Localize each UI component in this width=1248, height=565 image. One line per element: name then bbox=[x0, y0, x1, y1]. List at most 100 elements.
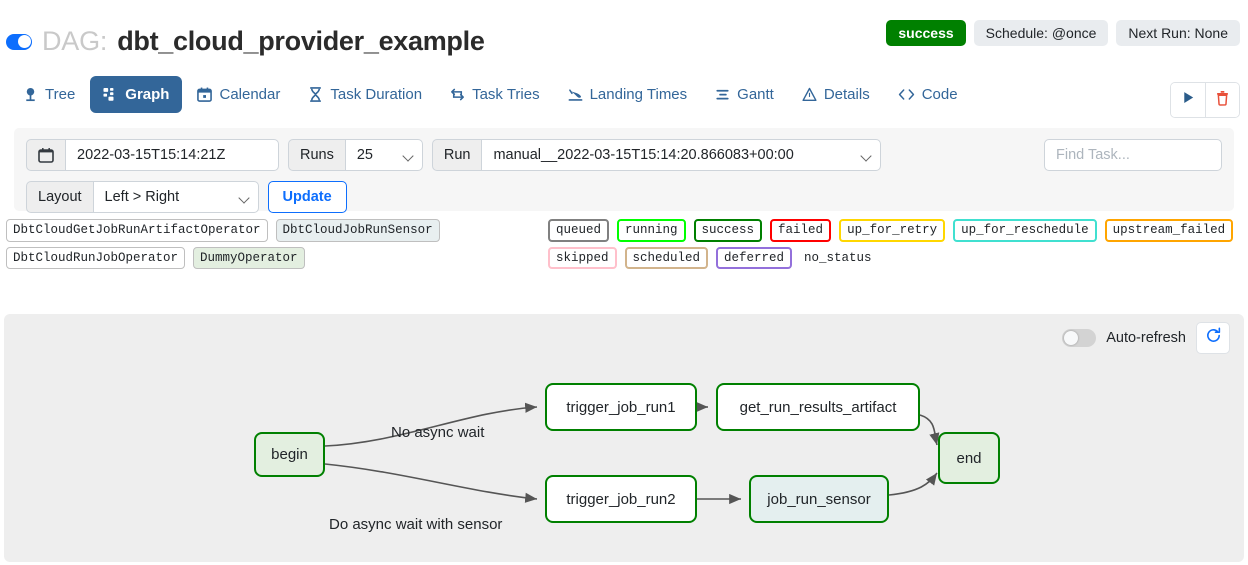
dag-pause-toggle[interactable] bbox=[6, 33, 32, 50]
execution-date-group: 2022-03-15T15:14:21Z bbox=[26, 139, 279, 171]
play-icon bbox=[1181, 90, 1196, 110]
status-chip-failed[interactable]: failed bbox=[770, 219, 832, 242]
edge-label-do-async-wait: Do async wait with sensor bbox=[329, 516, 503, 533]
trash-icon bbox=[1215, 90, 1230, 111]
refresh-button[interactable] bbox=[1196, 322, 1230, 354]
controls-row-primary: 2022-03-15T15:14:21Z Runs 25 Run manual_… bbox=[26, 139, 1222, 171]
tab-details-label: Details bbox=[823, 86, 870, 103]
status-chip-success[interactable]: success bbox=[693, 219, 763, 242]
status-chip-up-for-reschedule[interactable]: up_for_reschedule bbox=[953, 219, 1097, 242]
runs-label: Runs bbox=[288, 139, 346, 171]
execution-date-input[interactable]: 2022-03-15T15:14:21Z bbox=[65, 139, 279, 171]
operator-legend: DbtCloudGetJobRunArtifactOperator DbtClo… bbox=[6, 219, 536, 269]
graph-node-trigger-job-run1[interactable]: trigger_job_run1 bbox=[545, 383, 697, 431]
tab-graph-label: Graph bbox=[125, 86, 170, 103]
tab-code[interactable]: Code bbox=[885, 76, 971, 113]
graph-node-label: end bbox=[956, 449, 982, 467]
runs-group: Runs 25 bbox=[288, 139, 423, 171]
graph-node-begin[interactable]: begin bbox=[254, 432, 325, 477]
layout-select[interactable]: Left > Right bbox=[92, 181, 259, 213]
next-run-badge[interactable]: Next Run: None bbox=[1116, 20, 1240, 46]
status-chip-up-for-retry[interactable]: up_for_retry bbox=[839, 219, 946, 242]
trigger-dag-button[interactable] bbox=[1171, 83, 1205, 117]
page-header: DAG: dbt_cloud_provider_example success … bbox=[0, 0, 1248, 72]
graph-node-label: trigger_job_run2 bbox=[566, 490, 676, 508]
nav-bar: Tree Graph Calendar Task Duration Task T bbox=[0, 72, 1248, 128]
operator-chip[interactable]: DbtCloudJobRunSensor bbox=[275, 219, 440, 242]
retry-icon bbox=[450, 87, 465, 102]
graph-node-end[interactable]: end bbox=[938, 432, 1000, 484]
status-legend: queued running success failed up_for_ret… bbox=[548, 219, 1244, 269]
tab-task-duration[interactable]: Task Duration bbox=[295, 76, 435, 113]
status-chip-deferred[interactable]: deferred bbox=[716, 246, 793, 269]
edge-label-no-async-wait: No async wait bbox=[391, 424, 485, 441]
status-chip-scheduled[interactable]: scheduled bbox=[624, 246, 709, 269]
dag-title: DAG: dbt_cloud_provider_example bbox=[6, 26, 485, 57]
operator-chip[interactable]: DbtCloudGetJobRunArtifactOperator bbox=[6, 219, 268, 242]
tab-tree-label: Tree bbox=[45, 86, 76, 103]
status-chip-upstream-failed[interactable]: upstream_failed bbox=[1104, 219, 1234, 242]
layout-label: Layout bbox=[26, 181, 94, 213]
delete-dag-button[interactable] bbox=[1205, 83, 1239, 117]
dag-prefix-label: DAG: bbox=[42, 26, 108, 56]
graph-node-label: get_run_results_artifact bbox=[739, 398, 897, 416]
dag-name: dbt_cloud_provider_example bbox=[117, 26, 485, 56]
tab-task-tries-label: Task Tries bbox=[472, 86, 540, 103]
auto-refresh-toggle[interactable] bbox=[1062, 329, 1097, 347]
tab-landing-times-label: Landing Times bbox=[589, 86, 688, 103]
calendar-icon bbox=[197, 87, 213, 102]
view-tabs: Tree Graph Calendar Task Duration Task T bbox=[10, 76, 971, 113]
operator-chip[interactable]: DummyOperator bbox=[193, 246, 305, 269]
tab-calendar[interactable]: Calendar bbox=[184, 76, 293, 113]
update-button[interactable]: Update bbox=[267, 181, 347, 213]
tab-calendar-label: Calendar bbox=[219, 86, 281, 103]
legend-area: DbtCloudGetJobRunArtifactOperator DbtClo… bbox=[0, 211, 1248, 269]
code-icon bbox=[898, 87, 915, 102]
tab-landing-times[interactable]: Landing Times bbox=[555, 76, 701, 113]
tab-gantt[interactable]: Gantt bbox=[702, 76, 787, 113]
refresh-icon bbox=[1205, 327, 1222, 349]
warning-triangle-icon bbox=[802, 87, 817, 102]
schedule-badge[interactable]: Schedule: @once bbox=[973, 20, 1109, 46]
graph-node-get-run-results-artifact[interactable]: get_run_results_artifact bbox=[716, 383, 920, 431]
landing-icon bbox=[568, 87, 583, 102]
tab-details[interactable]: Details bbox=[789, 76, 883, 113]
run-controls-bar: 2022-03-15T15:14:21Z Runs 25 Run manual_… bbox=[14, 128, 1234, 213]
graph-node-label: job_run_sensor bbox=[767, 490, 871, 508]
tree-icon bbox=[23, 87, 38, 102]
status-chip-running[interactable]: running bbox=[617, 219, 686, 242]
graph-node-label: begin bbox=[271, 446, 308, 463]
status-chip-skipped[interactable]: skipped bbox=[548, 246, 617, 269]
operator-chip[interactable]: DbtCloudRunJobOperator bbox=[6, 246, 186, 269]
run-group: Run manual__2022-03-15T15:14:20.866083+0… bbox=[431, 139, 882, 171]
graph-icon bbox=[103, 87, 118, 102]
run-label: Run bbox=[431, 139, 483, 171]
graph-edges bbox=[324, 401, 940, 505]
graph-node-trigger-job-run2[interactable]: trigger_job_run2 bbox=[545, 475, 697, 523]
runs-select[interactable]: 25 bbox=[344, 139, 423, 171]
tab-task-duration-label: Task Duration bbox=[330, 86, 423, 103]
calendar-picker-icon[interactable] bbox=[26, 139, 66, 171]
graph-node-job-run-sensor[interactable]: job_run_sensor bbox=[749, 475, 889, 523]
status-chip-no-status[interactable]: no_status bbox=[804, 250, 872, 265]
refresh-controls: Auto-refresh bbox=[1062, 322, 1230, 354]
tab-task-tries[interactable]: Task Tries bbox=[437, 76, 553, 113]
hourglass-icon bbox=[308, 87, 323, 102]
dag-status-badge: success bbox=[886, 20, 966, 46]
graph-node-label: trigger_job_run1 bbox=[566, 398, 676, 416]
header-badges: success Schedule: @once Next Run: None bbox=[886, 20, 1240, 46]
tab-tree[interactable]: Tree bbox=[10, 76, 88, 113]
find-task-input[interactable]: Find Task... bbox=[1044, 139, 1222, 171]
auto-refresh-label: Auto-refresh bbox=[1106, 330, 1186, 346]
tab-code-label: Code bbox=[921, 86, 958, 103]
controls-row-secondary: Layout Left > Right Update bbox=[26, 181, 1222, 213]
tab-graph[interactable]: Graph bbox=[90, 76, 183, 113]
graph-canvas[interactable]: begin trigger_job_run1 get_run_results_a… bbox=[4, 314, 1244, 562]
layout-group: Layout Left > Right bbox=[26, 181, 259, 213]
tab-gantt-label: Gantt bbox=[737, 86, 774, 103]
gantt-icon bbox=[715, 87, 730, 102]
run-select[interactable]: manual__2022-03-15T15:14:20.866083+00:00 bbox=[481, 139, 882, 171]
graph-panel: Auto-refresh bbox=[4, 314, 1244, 562]
status-chip-queued[interactable]: queued bbox=[548, 219, 610, 242]
dag-actions bbox=[1170, 82, 1240, 118]
